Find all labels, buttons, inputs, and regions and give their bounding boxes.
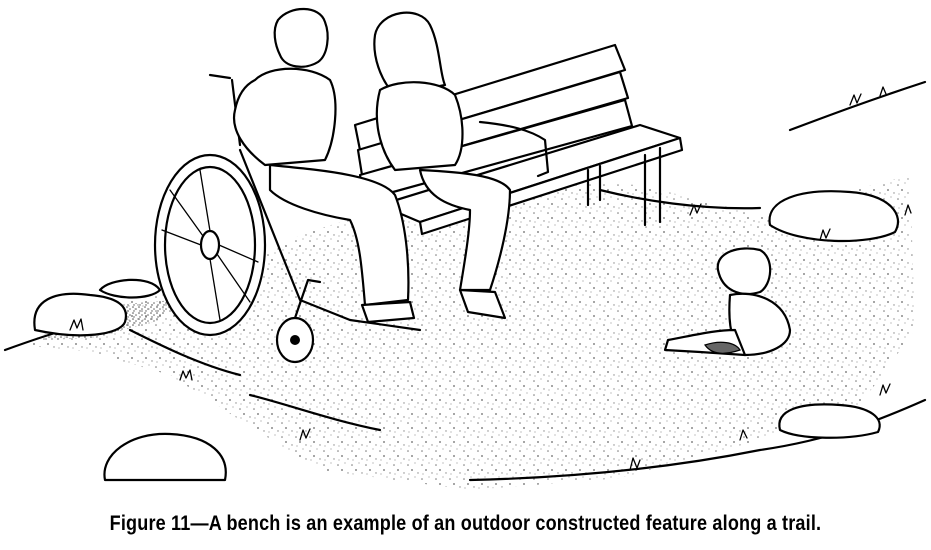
rock-right bbox=[768, 190, 900, 243]
trail-bench-illustration bbox=[3, 7, 927, 490]
rock-bottom-right bbox=[778, 403, 881, 439]
rock-left-small bbox=[98, 278, 162, 299]
man-shoes bbox=[360, 300, 416, 324]
man-head bbox=[273, 7, 329, 68]
woman-hair bbox=[373, 11, 447, 97]
woman-legs bbox=[418, 168, 512, 292]
woman-on-bench bbox=[373, 11, 512, 320]
gravel-trail bbox=[20, 175, 915, 490]
bench-leg-right bbox=[643, 146, 662, 227]
man-shirt bbox=[232, 67, 337, 167]
figure-caption: Figure 11—A bench is an example of an ou… bbox=[109, 512, 822, 535]
rock-left bbox=[33, 292, 128, 337]
trail-edge-right-upper bbox=[598, 80, 927, 210]
man-legs bbox=[268, 163, 410, 307]
woman-shoes bbox=[458, 288, 507, 320]
child-head bbox=[716, 247, 772, 296]
bench-leg-mid bbox=[586, 164, 602, 207]
wheelchair bbox=[153, 73, 422, 364]
woman-shirt bbox=[375, 81, 464, 172]
rock-bottom-left bbox=[103, 432, 227, 482]
bench-armrest bbox=[478, 120, 550, 178]
grass-tufts bbox=[69, 86, 912, 471]
man-in-wheelchair bbox=[232, 7, 416, 324]
child-sitting bbox=[663, 247, 792, 357]
